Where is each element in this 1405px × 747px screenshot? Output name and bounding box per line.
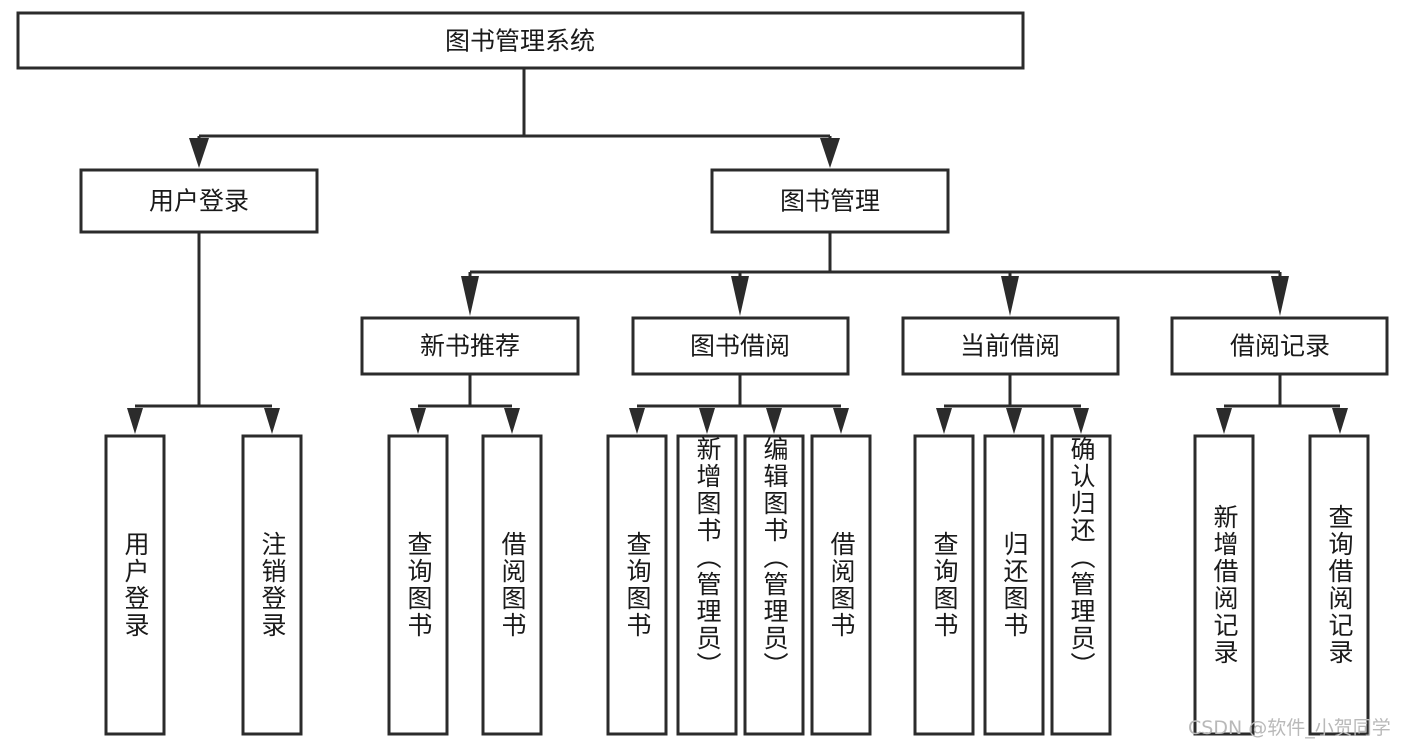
leaf-box-return-book[interactable] (983, 434, 1045, 736)
leaf-box-borrow-book[interactable] (810, 434, 872, 736)
leaf-box-query-borrow-record[interactable] (1308, 434, 1370, 736)
node-book-manage-label: 图书管理 (780, 187, 880, 216)
leaf-box-edit-book-admin[interactable] (743, 434, 805, 736)
node-borrow-record-label: 借阅记录 (1230, 332, 1330, 361)
arrow-head-leaf-add-book-admin (699, 408, 715, 434)
connector-group-new-book-to-leaves (410, 374, 520, 434)
node-root-box[interactable] (16, 11, 1025, 70)
leaf-boxes (104, 434, 1370, 736)
node-root[interactable]: 图书管理系统 (16, 11, 1025, 70)
arrow-head-leaf-add-borrow-record (1216, 408, 1232, 434)
arrow-head-current-borrow (1001, 276, 1019, 316)
leaf-box-query-book-rec[interactable] (387, 434, 449, 736)
connector-group-root-to-level2 (189, 68, 840, 168)
arrow-head-leaf-borrow-book (833, 408, 849, 434)
connector-group-book-manage-to-level3 (461, 232, 1289, 316)
connector-group-current-borrow-to-leaves (936, 374, 1089, 434)
node-borrow-record[interactable]: 借阅记录 (1170, 316, 1389, 376)
arrow-head-leaf-return-book (1006, 408, 1022, 434)
arrow-head-book-borrow (731, 276, 749, 316)
node-user-login-label: 用户登录 (149, 187, 249, 216)
arrow-head-leaf-query-book-current (936, 408, 952, 434)
leaf-box-borrow-book-rec[interactable] (481, 434, 543, 736)
arrow-head-user-login (189, 138, 209, 168)
arrow-head-book-manage (820, 138, 840, 168)
leaf-box-logout[interactable] (241, 434, 303, 736)
arrow-head-leaf-user-login (127, 408, 143, 434)
node-borrow-record-box[interactable] (1170, 316, 1389, 376)
leaf-box-add-book-admin[interactable] (676, 434, 738, 736)
node-user-login-box[interactable] (79, 168, 319, 234)
arrow-head-leaf-query-book-borrow (629, 408, 645, 434)
arrow-head-new-book-recommend (461, 276, 479, 316)
node-new-book-recommend-box[interactable] (360, 316, 580, 376)
arrow-head-leaf-query-book-rec (410, 408, 426, 434)
leaf-box-user-login[interactable] (104, 434, 166, 736)
connector-group-book-borrow-to-leaves (629, 374, 849, 434)
node-root-label: 图书管理系统 (445, 27, 595, 56)
node-current-borrow-box[interactable] (901, 316, 1120, 376)
node-book-borrow[interactable]: 图书借阅 (631, 316, 850, 376)
leaf-box-confirm-return-admin[interactable] (1050, 434, 1112, 736)
node-user-login[interactable]: 用户登录 (79, 168, 319, 234)
arrow-head-leaf-edit-book-admin (766, 408, 782, 434)
arrow-head-leaf-confirm-return-admin (1073, 408, 1089, 434)
arrow-head-leaf-query-borrow-record (1332, 408, 1348, 434)
node-current-borrow[interactable]: 当前借阅 (901, 316, 1120, 376)
leaf-box-query-book-current[interactable] (913, 434, 975, 736)
node-book-borrow-box[interactable] (631, 316, 850, 376)
arrow-head-leaf-borrow-book-rec (504, 408, 520, 434)
arrow-head-leaf-logout (264, 408, 280, 434)
node-book-manage-box[interactable] (710, 168, 950, 234)
node-current-borrow-label: 当前借阅 (960, 332, 1060, 361)
connector-group-user-login-to-leaves (127, 232, 280, 434)
node-book-manage[interactable]: 图书管理 (710, 168, 950, 234)
arrow-head-borrow-record (1271, 276, 1289, 316)
watermark-text: CSDN @软件_小贺同学 (1188, 717, 1391, 739)
node-new-book-recommend-label: 新书推荐 (420, 332, 520, 361)
node-new-book-recommend[interactable]: 新书推荐 (360, 316, 580, 376)
node-book-borrow-label: 图书借阅 (690, 332, 790, 361)
connector-group-borrow-record-to-leaves (1216, 374, 1348, 434)
leaf-box-add-borrow-record[interactable] (1193, 434, 1255, 736)
leaf-box-query-book-borrow[interactable] (606, 434, 668, 736)
